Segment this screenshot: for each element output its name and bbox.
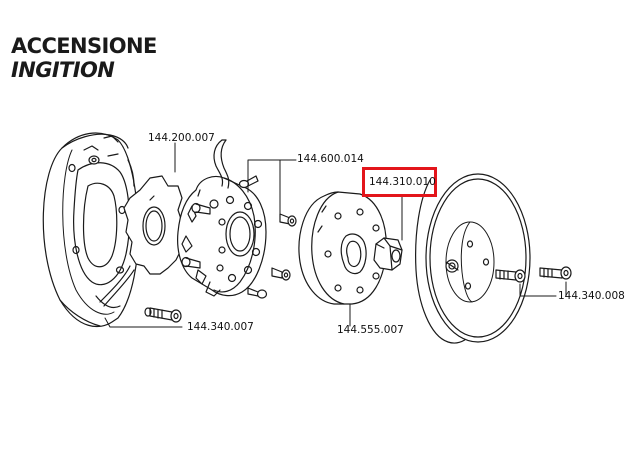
leader-lines xyxy=(104,142,567,328)
title-block: ACCENSIONE INGITION xyxy=(11,34,157,82)
small-screw-top xyxy=(279,213,297,227)
coil-screw-top xyxy=(238,175,259,189)
title-italian: ACCENSIONE xyxy=(11,34,157,58)
stator-coil xyxy=(177,139,268,299)
bolt-pair-right xyxy=(495,266,572,283)
part-label-144-555-007: 144.555.007 xyxy=(337,324,404,336)
title-english: INGITION xyxy=(11,58,115,82)
coil-screw-left xyxy=(191,202,211,215)
stator-plate xyxy=(42,132,139,328)
coil-screw-bottom-left xyxy=(181,256,201,269)
cover-disc xyxy=(415,173,531,344)
coil-screw-bottom xyxy=(247,287,268,299)
part-label-144-310-010: 144.310.010 xyxy=(369,176,436,188)
part-label-144-600-014: 144.600.014 xyxy=(297,153,364,165)
hex-nut xyxy=(373,237,403,271)
part-label-144-200-007: 144.200.007 xyxy=(148,132,215,144)
part-label-144-340-007: 144.340.007 xyxy=(187,321,254,333)
gasket xyxy=(123,175,183,275)
leader-144-340-007 xyxy=(104,317,183,328)
part-label-144-340-008: 144.340.008 xyxy=(558,290,625,302)
small-screw-mid xyxy=(271,267,291,281)
rotor xyxy=(298,191,387,305)
highlight-box xyxy=(362,167,437,197)
bolt-left xyxy=(144,307,182,323)
leader-144-340-008 xyxy=(519,281,567,297)
